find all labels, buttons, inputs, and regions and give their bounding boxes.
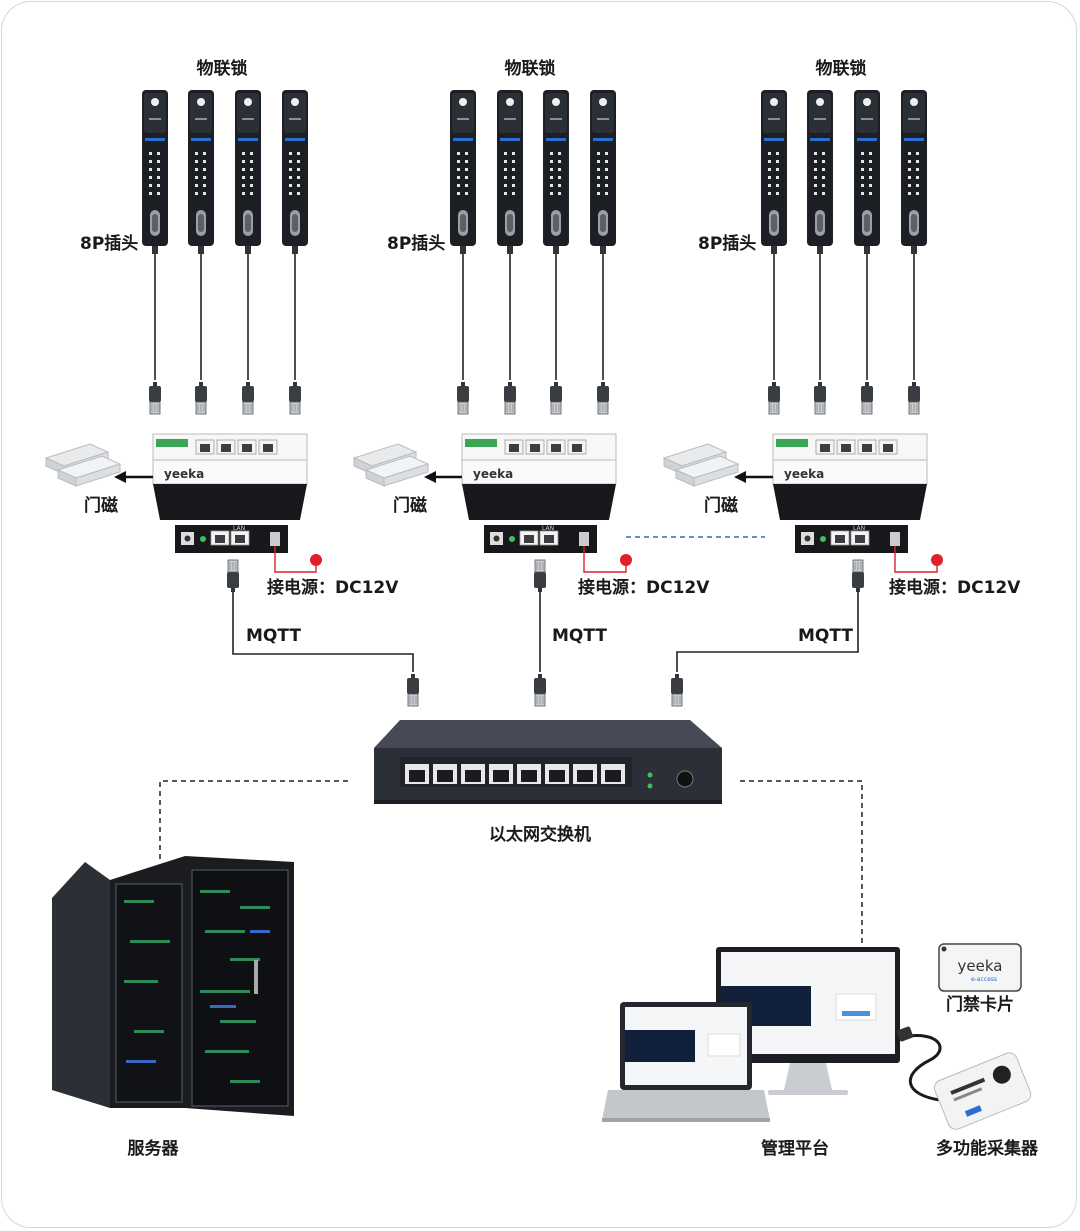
- rj45-plug: [596, 381, 610, 415]
- plug-label-1: 8P插头: [80, 233, 138, 254]
- door-sensor-label-2: 门磁: [393, 495, 427, 516]
- rj45-plug: [503, 381, 517, 415]
- lan-label: LAN: [853, 525, 865, 532]
- brand-label: yeeka: [473, 467, 513, 481]
- power-label-1: 接电源：DC12V: [267, 577, 399, 598]
- lock-group-1: 物联锁 8P插头 yeeka 门磁: [45, 58, 414, 672]
- rj45-plug: [813, 381, 827, 415]
- card-brand-sub: e-access: [971, 976, 997, 983]
- controller-bottom-panel: LAN: [795, 525, 908, 553]
- power-dot: [310, 554, 322, 566]
- ethernet-switch: [374, 720, 722, 804]
- smart-lock: [543, 90, 569, 254]
- smart-lock: [235, 90, 261, 254]
- smart-lock: [188, 90, 214, 254]
- smart-lock: [590, 90, 616, 254]
- power-dot: [931, 554, 943, 566]
- mqtt-label-2: MQTT: [552, 626, 607, 646]
- rj45-plug: [851, 559, 865, 593]
- lock-group-2: 物联锁 8P插头 yeeka 门磁: [353, 58, 710, 672]
- rj45-plug: [288, 381, 302, 415]
- door-sensor-label-1: 门磁: [84, 495, 118, 516]
- door-sensor: [663, 443, 739, 487]
- lock-group-2-label: 物联锁: [505, 58, 556, 79]
- card-label: 门禁卡片: [946, 994, 1014, 1015]
- platform-label: 管理平台: [761, 1138, 829, 1159]
- smart-lock: [450, 90, 476, 254]
- platform-link: [740, 780, 863, 944]
- power-label-2: 接电源：DC12V: [578, 577, 710, 598]
- rj45-plug: [860, 381, 874, 415]
- smart-lock: [282, 90, 308, 254]
- rj45-plug: [456, 381, 470, 415]
- smart-lock: [497, 90, 523, 254]
- rj45-plug: [194, 381, 208, 415]
- lock-group-3-label: 物联锁: [816, 58, 867, 79]
- lock-group-1-label: 物联锁: [197, 58, 248, 79]
- controller-bottom-panel: LAN: [484, 525, 597, 553]
- switch-label: 以太网交换机: [489, 824, 591, 845]
- smart-lock: [761, 90, 787, 254]
- lock-controller-3: yeeka: [772, 433, 928, 520]
- lock-controller-2: yeeka: [461, 433, 617, 520]
- rj45-plug: [406, 673, 420, 707]
- rj45-plug: [533, 559, 547, 593]
- brand-label: yeeka: [164, 467, 204, 481]
- server-link: [159, 780, 348, 862]
- management-platform: [602, 947, 900, 1122]
- plug-label-2: 8P插头: [387, 233, 445, 254]
- smart-lock: [142, 90, 168, 254]
- door-sensor-label-3: 门磁: [704, 495, 738, 516]
- lan-label: LAN: [233, 525, 245, 532]
- rj45-plug: [241, 381, 255, 415]
- smart-lock: [901, 90, 927, 254]
- power-dot: [620, 554, 632, 566]
- plug-label-3: 8P插头: [698, 233, 756, 254]
- rj45-plug: [148, 381, 162, 415]
- controller-bottom-panel: LAN: [175, 525, 288, 553]
- lock-group-3: 物联锁 8P插头 yeeka 门磁: [663, 58, 1021, 672]
- rj45-plug: [533, 673, 547, 707]
- multi-function-collector: [896, 1026, 1032, 1130]
- server-rack: [52, 856, 294, 1116]
- door-sensor: [353, 443, 429, 487]
- smart-lock: [807, 90, 833, 254]
- access-card: yeeka e-access: [938, 943, 1022, 992]
- mqtt-label-3: MQTT: [798, 626, 853, 646]
- rj45-plug: [767, 381, 781, 415]
- rj45-plug: [226, 559, 240, 593]
- rj45-plug: [670, 673, 684, 707]
- rj45-plug: [907, 381, 921, 415]
- door-sensor: [45, 443, 121, 487]
- lan-label: LAN: [542, 525, 554, 532]
- collector-label: 多功能采集器: [936, 1138, 1039, 1159]
- rj45-plug: [549, 381, 563, 415]
- smart-lock: [854, 90, 880, 254]
- server-label: 服务器: [128, 1138, 180, 1159]
- brand-label: yeeka: [784, 467, 824, 481]
- mqtt-label-1: MQTT: [246, 626, 301, 646]
- card-brand: yeeka: [958, 957, 1003, 975]
- lock-controller-1: yeeka: [152, 433, 308, 520]
- power-label-3: 接电源：DC12V: [889, 577, 1021, 598]
